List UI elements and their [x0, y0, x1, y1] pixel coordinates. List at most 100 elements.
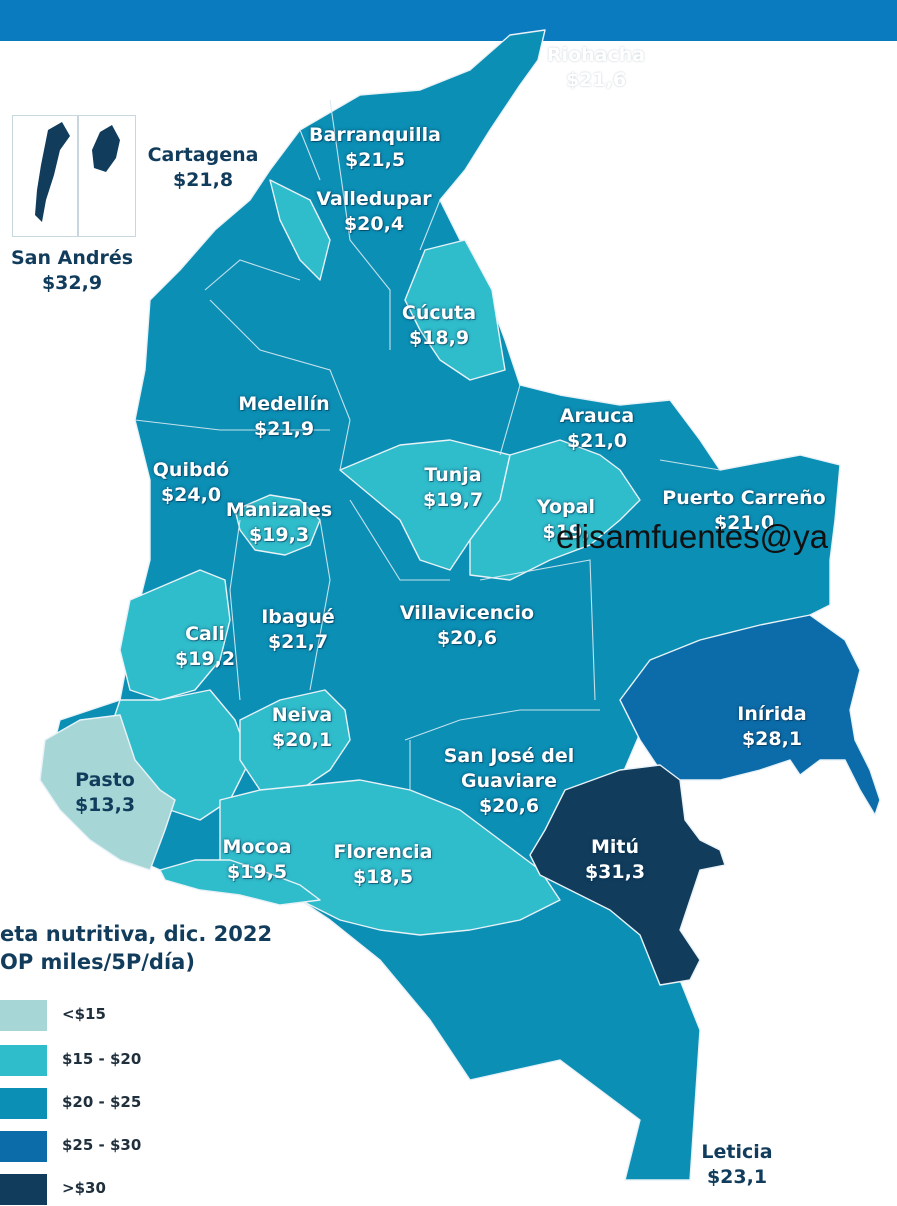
- city-name: Puerto Carreño: [662, 487, 826, 509]
- legend-item-2: $15 - $20: [0, 1045, 200, 1077]
- city-name: Tunja: [424, 464, 482, 486]
- city-name: Florencia: [333, 841, 433, 863]
- region-mocoa: [159, 859, 321, 906]
- top-banner: [0, 0, 897, 41]
- label-cali: Cali$19,2: [175, 622, 235, 672]
- san-andres-island-shape: [35, 122, 70, 222]
- legend-swatch: [0, 1045, 47, 1076]
- label-florencia: Florencia $18,5: [334, 840, 433, 890]
- legend-item-1: <$15: [0, 1000, 200, 1032]
- city-value: $19,3: [248, 524, 310, 546]
- watermark-text: elisamfuentes@ya: [556, 518, 828, 555]
- city-value: $20,1: [271, 729, 333, 751]
- label-quibdo: Quibdó $24,0: [153, 458, 229, 508]
- city-name: Cúcuta: [401, 302, 477, 324]
- legend-item-5: >$30: [0, 1174, 200, 1206]
- legend-label: $25 - $30: [62, 1136, 142, 1154]
- label-puerto-carreno: Puerto Carreño $21,0: [662, 486, 825, 536]
- legend-item-4: $25 - $30: [0, 1131, 200, 1163]
- label-villavicencio: Villavicencio$20,6: [400, 601, 534, 651]
- city-value: $20,4: [343, 213, 405, 235]
- legend-swatch: [0, 1088, 47, 1119]
- city-value: $18,9: [408, 327, 470, 349]
- city-name: Leticia: [701, 1141, 773, 1163]
- city-name: Pasto: [75, 769, 135, 791]
- city-name: Mocoa: [222, 836, 292, 858]
- city-value: $21,5: [344, 149, 406, 171]
- region-cucuta: [404, 239, 506, 381]
- legend-title: eta nutritiva, dic. 2022 OP miles/5P/día…: [0, 920, 272, 976]
- label-tunja: Tunja $19,7: [423, 463, 483, 513]
- label-arauca: Arauca $21,0: [560, 404, 635, 454]
- region-manizales: [234, 494, 321, 556]
- city-value: $21,0: [566, 430, 628, 452]
- city-value: $19,: [542, 521, 590, 543]
- legend-title-line2: OP miles/5P/día): [0, 950, 195, 974]
- label-neiva: Neiva$20,1: [272, 703, 333, 753]
- city-name: Cartagena: [147, 144, 259, 166]
- label-ibague: Ibagué $21,7: [261, 605, 335, 655]
- region-inirida: [619, 614, 881, 816]
- label-barranquilla: Barranquilla $21,5: [309, 123, 441, 173]
- legend-label: <$15: [62, 1005, 106, 1023]
- region-cali: [119, 569, 231, 701]
- city-value: $19,7: [422, 489, 484, 511]
- providencia-island-shape: [92, 125, 120, 172]
- city-name: Mitú: [590, 836, 640, 858]
- city-name: Villavicencio: [399, 602, 535, 624]
- legend-item-3: $20 - $25: [0, 1088, 200, 1120]
- label-yopal: Yopal $19,: [537, 495, 595, 545]
- city-name-line2: Guaviare: [461, 770, 557, 792]
- city-value: $32,9: [41, 272, 103, 294]
- label-pasto: Pasto $13,3: [75, 768, 135, 818]
- city-value: $13,3: [74, 794, 136, 816]
- city-name: Barranquilla: [309, 124, 441, 146]
- city-value: $24,0: [160, 484, 222, 506]
- legend-swatch: [0, 1174, 47, 1205]
- region-neiva: [239, 689, 351, 791]
- city-name: Quibdó: [152, 459, 230, 481]
- city-name-line1: San José del: [443, 745, 575, 767]
- label-leticia: Leticia $23,1: [701, 1140, 772, 1190]
- legend-swatch: [0, 1131, 47, 1162]
- city-value: $21,7: [267, 631, 329, 653]
- border-lines: [134, 99, 721, 790]
- city-name: Arauca: [559, 405, 635, 427]
- label-medellin: Medellín $21,9: [238, 392, 329, 442]
- city-value: $20,6: [478, 795, 540, 817]
- city-value: $21,8: [172, 169, 234, 191]
- city-name: Valledupar: [316, 188, 432, 210]
- region-mitu: [529, 764, 726, 986]
- region-pasto: [39, 714, 176, 871]
- city-name: Inírida: [737, 703, 807, 725]
- city-value: $21,6: [565, 69, 627, 91]
- label-mocoa: Mocoa $19,5: [222, 835, 291, 885]
- label-mitu: Mitú$31,3: [585, 835, 645, 885]
- city-value: $19,5: [226, 861, 288, 883]
- label-san-andres: San Andrés $32,9: [11, 246, 133, 296]
- region-yopal: [469, 439, 641, 581]
- city-value: $23,1: [706, 1166, 768, 1188]
- legend-label: >$30: [62, 1179, 106, 1197]
- city-name: Riohacha: [546, 44, 646, 66]
- city-name: Yopal: [536, 496, 596, 518]
- legend-swatch: [0, 1000, 47, 1031]
- city-value: $21,9: [253, 418, 315, 440]
- city-name: Manizales: [225, 499, 333, 521]
- city-value: $28,1: [741, 728, 803, 750]
- legend-label: $15 - $20: [62, 1050, 142, 1068]
- region-valledupar-west: [269, 179, 331, 281]
- city-name: San Andrés: [10, 247, 134, 269]
- label-inirida: Inírida $28,1: [737, 702, 806, 752]
- city-value: $21,0: [713, 512, 775, 534]
- city-name: Ibagué: [261, 606, 335, 628]
- label-cartagena: Cartagena $21,8: [148, 143, 259, 193]
- city-value: $18,5: [352, 866, 414, 888]
- city-name: Medellín: [238, 393, 330, 415]
- inset-islands: [35, 122, 120, 222]
- legend-title-line1: eta nutritiva, dic. 2022: [0, 922, 273, 946]
- city-value: $19,2: [174, 648, 236, 670]
- label-manizales: Manizales $19,3: [226, 498, 332, 548]
